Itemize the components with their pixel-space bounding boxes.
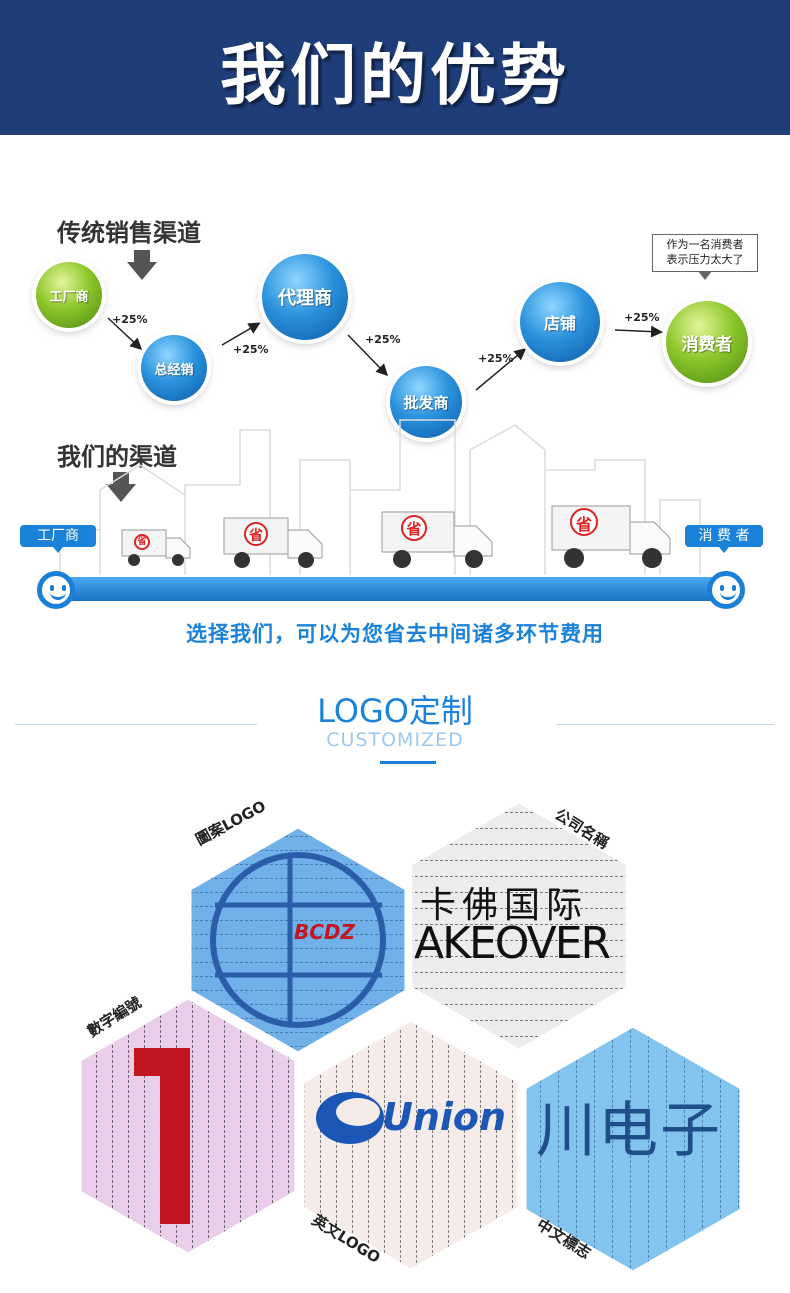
truck: 省 xyxy=(550,502,674,574)
markup-label: +25% xyxy=(365,333,401,346)
direct-channel-bar xyxy=(48,577,738,601)
header-banner: 我们的优势 xyxy=(0,0,790,135)
divider-left xyxy=(15,724,257,725)
truck-mark: 省 xyxy=(249,528,263,544)
smiley-icon xyxy=(37,571,75,609)
node-consumer: 消费者 xyxy=(666,301,748,383)
markup-label: +25% xyxy=(112,313,148,326)
markup-label: +25% xyxy=(233,343,269,356)
page-title: 我们的优势 xyxy=(220,37,570,114)
pattern-sample-text: BCDZ xyxy=(294,920,356,944)
truck-mark: 省 xyxy=(575,515,592,534)
truck: 省 xyxy=(120,526,192,572)
bubble-line: 作为一名消费者 xyxy=(666,238,744,251)
section-title: LOGO定制 xyxy=(317,692,473,730)
markup-label: +25% xyxy=(478,352,514,365)
truck-mark: 省 xyxy=(406,520,422,538)
start-tag-factory: 工厂商 xyxy=(20,525,96,553)
node-general-distributor: 总经销 xyxy=(141,335,207,401)
smiley-icon xyxy=(707,571,745,609)
channel-arrows xyxy=(107,317,663,391)
title-underline xyxy=(380,761,436,764)
end-tag-consumer: 消 费 者 xyxy=(685,525,763,553)
company-sample-cn: 卡佛国际 xyxy=(420,885,589,926)
slogan: 选择我们，可以为您省去中间诸多环节费用 xyxy=(186,622,604,646)
our-channel-label: 我们的渠道 xyxy=(57,443,177,471)
consumer-speech-bubble: 作为一名消费者 表示压力太大了 xyxy=(652,234,758,280)
node-wholesaler: 批发商 xyxy=(390,366,462,438)
logo-hexagon-grid xyxy=(78,800,743,1274)
company-sample-en: AKEOVER xyxy=(414,918,611,969)
bubble-line: 表示压力太大了 xyxy=(666,253,744,266)
section-subtitle: CUSTOMIZED xyxy=(326,729,464,751)
divider-right xyxy=(556,724,774,725)
truck: 省 xyxy=(222,514,326,574)
node-factory: 工厂商 xyxy=(36,262,102,328)
english-sample-text: Union xyxy=(382,1095,507,1139)
traditional-channel-label: 传统销售渠道 xyxy=(57,219,201,247)
node-agent: 代理商 xyxy=(262,254,348,340)
truck-mark: 省 xyxy=(137,537,147,547)
markup-label: +25% xyxy=(624,311,660,324)
node-store: 店铺 xyxy=(520,282,600,362)
truck: 省 xyxy=(380,508,496,574)
chinese-sample-text: 川电子 xyxy=(536,1096,722,1166)
down-arrow-icon xyxy=(127,250,157,280)
